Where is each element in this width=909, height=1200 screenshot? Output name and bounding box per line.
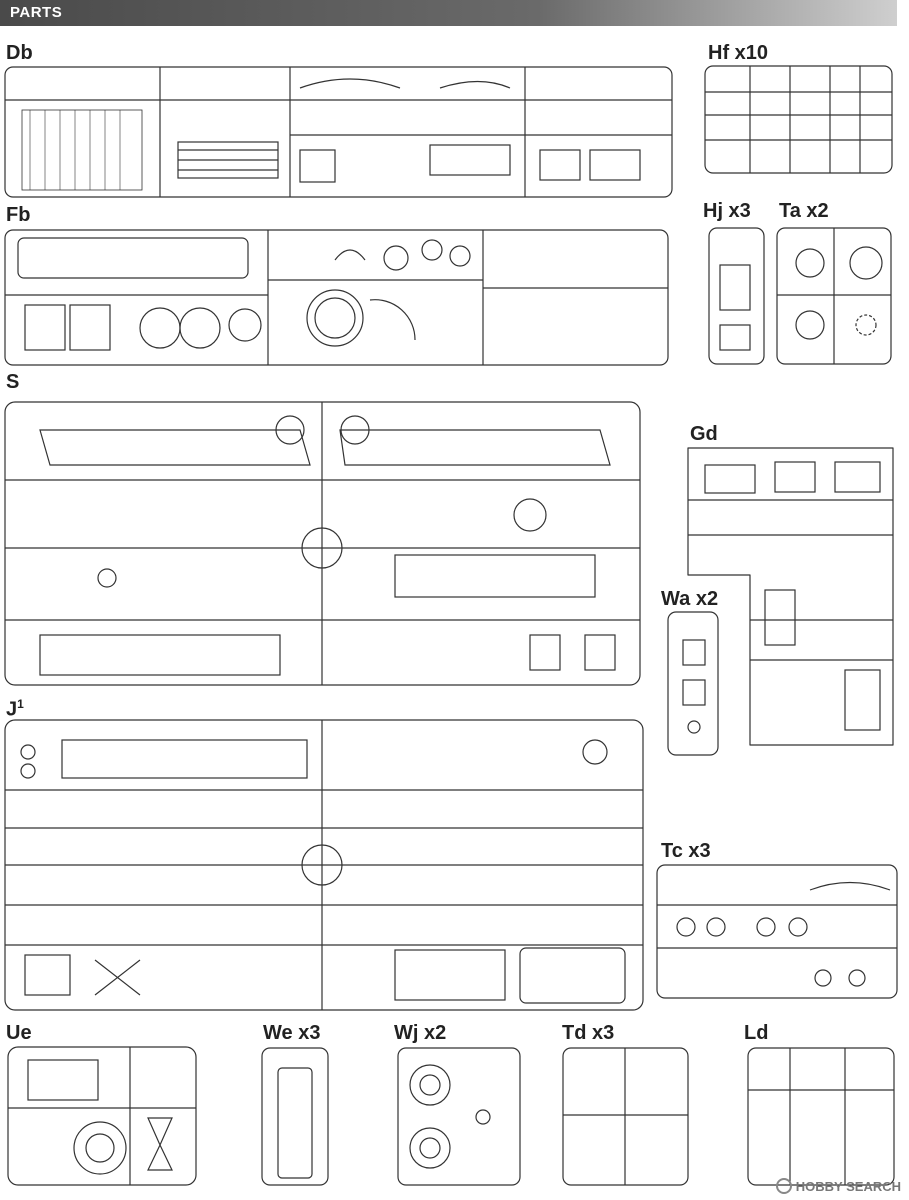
sprue-ld	[747, 1047, 895, 1186]
sprue-label-wa: Wa x2	[661, 588, 719, 610]
hobby-search-logo-icon	[775, 1178, 792, 1194]
sprue-hf	[704, 65, 893, 174]
sprue-label-s: S	[6, 371, 20, 393]
sprue-label-ta: Ta x2	[779, 200, 829, 222]
sprue-label-hj: Hj x3	[703, 200, 751, 222]
sprue-j1	[4, 719, 644, 1011]
page-title: PARTS	[10, 4, 63, 21]
watermark: HOBBY SEARCH	[775, 1178, 901, 1194]
sprue-db	[4, 66, 673, 198]
sprue-label-ue: Ue	[6, 1022, 32, 1044]
sprue-s	[4, 401, 641, 686]
sprue-td	[562, 1047, 689, 1186]
sprue-gd	[687, 447, 894, 746]
sprue-label-wj: Wj x2	[394, 1022, 447, 1044]
watermark-text: HOBBY SEARCH	[795, 1178, 901, 1194]
sprue-wj	[397, 1047, 521, 1186]
sprue-hj	[708, 227, 765, 365]
sprue-label-j1: J1	[6, 697, 24, 721]
sprue-label-hf: Hf x10	[708, 42, 769, 64]
sprue-label-td: Td x3	[562, 1022, 615, 1044]
sprue-wa	[667, 611, 719, 756]
sprue-tc	[656, 864, 898, 999]
header-bar: PARTS	[0, 0, 897, 26]
sprue-label-gd: Gd	[690, 423, 718, 445]
sprue-label-fb: Fb	[6, 204, 31, 226]
sprue-label-db: Db	[6, 42, 33, 64]
sprue-fb	[4, 229, 669, 366]
sprue-ta	[776, 227, 892, 365]
sprue-we	[261, 1047, 329, 1186]
sprue-label-ld: Ld	[744, 1022, 769, 1044]
sprue-ue	[7, 1046, 197, 1186]
sprue-label-tc: Tc x3	[661, 840, 711, 862]
sprue-label-we: We x3	[263, 1022, 321, 1044]
